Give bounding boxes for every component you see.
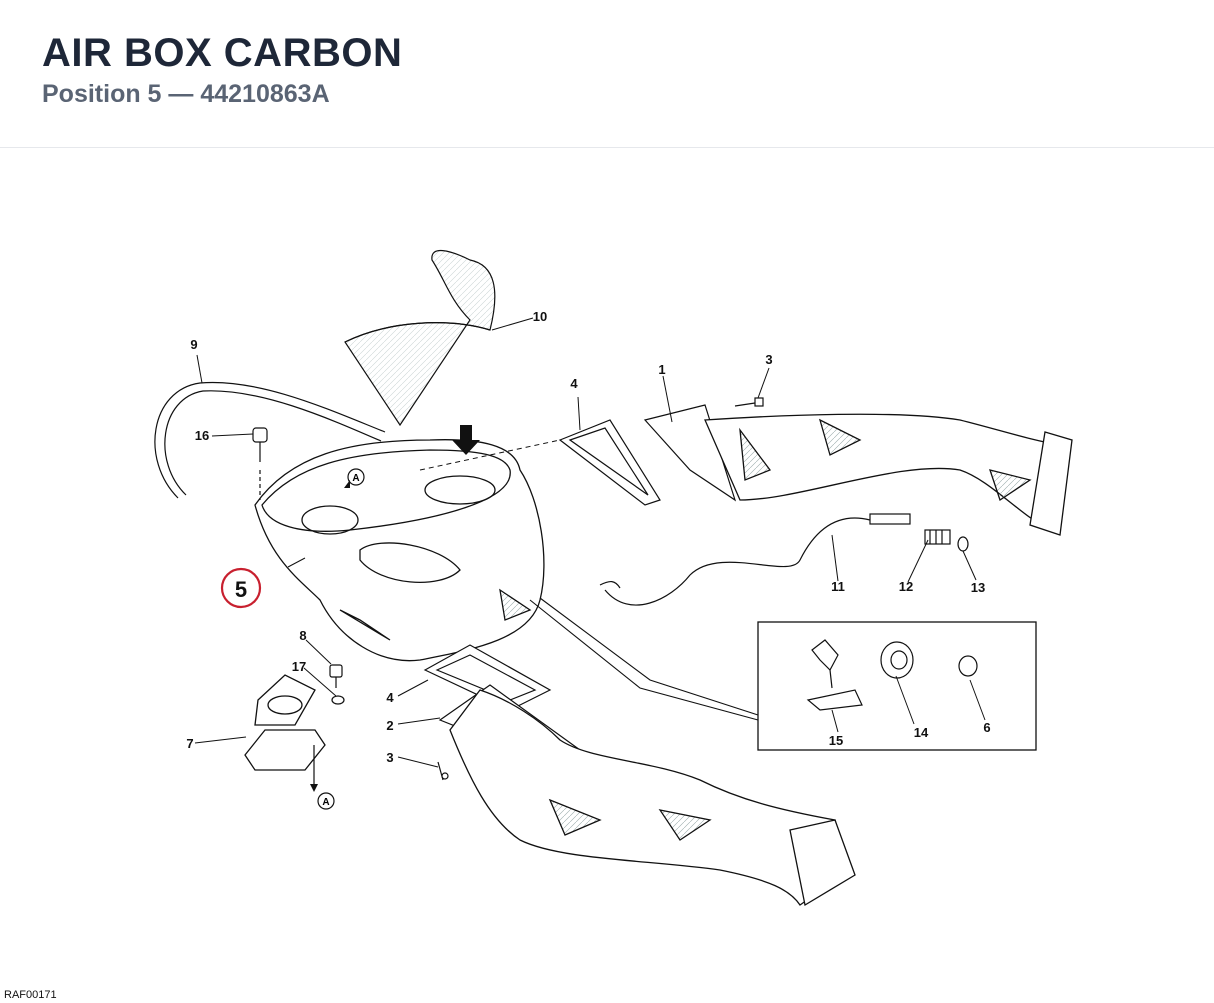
nut-13-part	[957, 536, 969, 552]
label-part-3a: 3	[765, 352, 772, 367]
bushing-6-part	[958, 655, 978, 677]
ref-marker-lower: A	[317, 792, 335, 810]
label-part-15: 15	[829, 733, 843, 748]
part-labels: 1 2 3 3 4 4 6 7 8 9 10 11 12 13 14 15 16…	[186, 309, 990, 765]
gasket-4-upper-part	[558, 419, 661, 506]
intake-duct-lower-part	[449, 689, 856, 907]
label-part-7: 7	[186, 736, 193, 751]
label-part-13: 13	[971, 580, 985, 595]
arrow-down-lower-icon	[310, 784, 318, 792]
washer-17-part	[331, 695, 345, 705]
screw-3-lower-part	[437, 761, 449, 781]
alignment-line-upper	[419, 439, 561, 471]
bolt-8-part	[329, 664, 343, 688]
label-part-16: 16	[195, 428, 209, 443]
airbox-main-part	[254, 439, 545, 662]
label-part-1: 1	[658, 362, 665, 377]
page-subtitle: Position 5 — 44210863A	[42, 80, 330, 108]
label-part-4a: 4	[570, 376, 578, 391]
svg-text:A: A	[322, 797, 329, 808]
bolt-16-part	[252, 427, 268, 500]
svg-text:5: 5	[235, 577, 247, 602]
detail-inset-box	[757, 621, 1037, 751]
drawing-code: RAF00171	[4, 989, 57, 1001]
label-part-11: 11	[831, 579, 845, 594]
exploded-parts-diagram: A A	[154, 250, 1073, 907]
intake-duct-upper-part	[704, 413, 1073, 536]
ref-marker-upper: A	[344, 468, 365, 488]
down-arrow-icon	[452, 425, 480, 455]
grommet-14-part	[880, 641, 914, 679]
page-title: AIR BOX CARBON	[42, 31, 403, 75]
inset-leader-line-2	[529, 599, 759, 721]
clip-15-part	[806, 639, 863, 711]
hose-part	[154, 381, 386, 499]
label-part-3b: 3	[386, 750, 393, 765]
leader-lines	[194, 317, 986, 768]
label-part-12: 12	[899, 579, 913, 594]
label-part-10: 10	[533, 309, 547, 324]
mount-7-part	[244, 674, 326, 771]
label-part-14: 14	[914, 725, 929, 740]
spring-12-part	[924, 529, 951, 545]
label-part-6: 6	[983, 720, 990, 735]
position-highlight: 5	[220, 567, 262, 609]
label-part-4b: 4	[386, 690, 394, 705]
label-part-9: 9	[190, 337, 197, 352]
label-part-8: 8	[299, 628, 306, 643]
cable-11-part	[599, 513, 911, 606]
page-header: AIR BOX CARBON Position 5 — 44210863A	[0, 0, 1214, 148]
label-part-17: 17	[292, 659, 306, 674]
svg-text:A: A	[352, 473, 359, 484]
screw-3-upper-part	[734, 397, 764, 407]
filter-cover-part	[344, 250, 496, 427]
label-part-2: 2	[386, 718, 393, 733]
inset-leader-line	[539, 597, 759, 716]
